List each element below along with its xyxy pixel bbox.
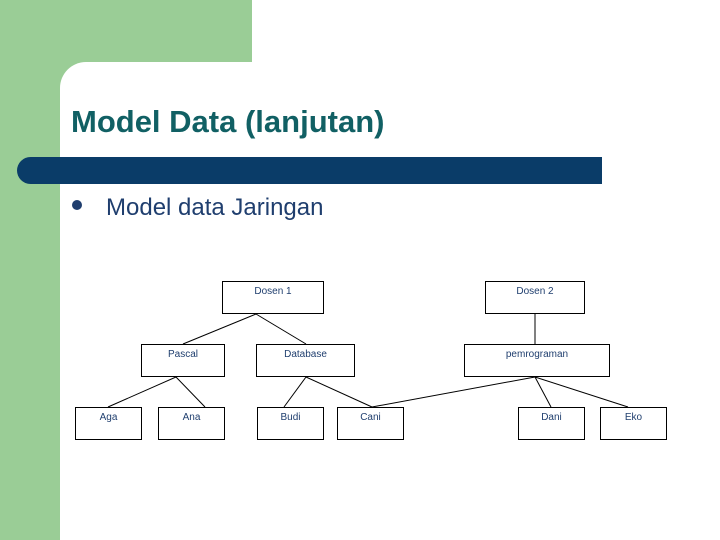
diagram-node-dosen2[interactable]: Dosen 2 [485,281,585,314]
diagram-node-label: Eko [624,412,643,423]
diagram-node-aga[interactable]: Aga [75,407,142,440]
page-title: Model Data (lanjutan) [71,104,385,139]
diagram-node-label: Dosen 2 [516,286,554,297]
green-side-strip [0,0,60,540]
diagram-node-budi[interactable]: Budi [257,407,324,440]
diagram-edge-database-to-cani [305,376,373,408]
diagram-node-ana[interactable]: Ana [158,407,225,440]
diagram-edge-database-to-budi [283,376,307,408]
bullet-list-item: Model data Jaringan [72,194,323,222]
bullet-item-label: Model data Jaringan [106,194,324,221]
diagram-node-label: Cani [360,412,381,423]
diagram-edge-dosen1-to-pascal [182,313,257,345]
green-rounded-corner [52,54,86,88]
diagram-edge-pascal-to-ana [175,376,206,408]
diagram-node-label: Pascal [167,349,198,360]
diagram-node-eko[interactable]: Eko [600,407,667,440]
diagram-node-label: Aga [99,412,118,423]
diagram-edge-dosen1-to-database [255,313,307,345]
title-divider-bar [17,157,602,184]
bullet-marker-icon [72,200,82,210]
diagram-node-dani[interactable]: Dani [518,407,585,440]
diagram-node-pemrograman[interactable]: pemrograman [464,344,610,377]
diagram-node-label: Dosen 1 [254,286,292,297]
diagram-node-database[interactable]: Database [256,344,355,377]
diagram-node-label: Ana [182,412,201,423]
diagram-node-label: Database [284,349,327,360]
diagram-node-cani[interactable]: Cani [337,407,404,440]
diagram-node-pascal[interactable]: Pascal [141,344,225,377]
diagram-edge-pemrograman-to-dani [534,376,552,408]
diagram-node-dosen1[interactable]: Dosen 1 [222,281,324,314]
diagram-edge-pemrograman-to-eko [534,376,629,408]
diagram-node-label: pemrograman [505,349,569,360]
diagram-edge-pascal-to-aga [107,376,177,408]
diagram-node-label: Dani [541,412,562,423]
diagram-node-label: Budi [280,412,301,423]
diagram-edge-pemrograman-to-cani [371,376,536,408]
